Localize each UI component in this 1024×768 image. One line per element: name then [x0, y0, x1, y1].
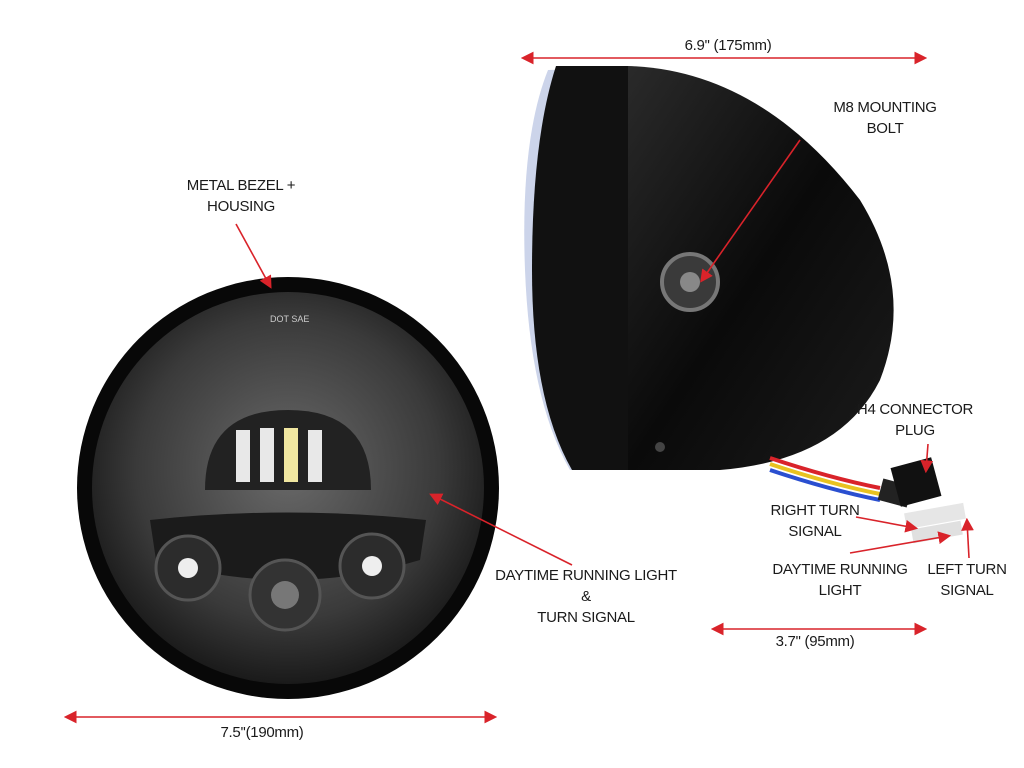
callout-right-turn: RIGHT TURN SIGNAL: [771, 500, 860, 542]
callout-line: BOLT: [866, 120, 904, 137]
callout-line: M8 MOUNTING: [833, 99, 937, 116]
callout-line: LEFT TURN: [927, 561, 1007, 578]
callout-line: HOUSING: [207, 198, 275, 215]
callout-h4-connector: H4 CONNECTOR PLUG: [857, 399, 973, 441]
callout-line: DAYTIME RUNNING: [772, 561, 908, 578]
callout-line: PLUG: [895, 422, 935, 439]
arrow-mounting-bolt: [700, 139, 801, 283]
drl-led: [236, 430, 250, 482]
drl-led: [284, 428, 298, 482]
arrow-drl-turn: [429, 493, 573, 566]
arrow-h4-connector: [920, 443, 934, 474]
callout-line: TURN SIGNAL: [537, 609, 635, 626]
front-view-headlight: DOT SAE: [77, 277, 499, 699]
callout-line: DAYTIME RUNNING LIGHT: [495, 567, 677, 584]
callout-mounting-bolt: M8 MOUNTING BOLT: [833, 97, 937, 139]
side-view-headlight: [524, 66, 966, 544]
arrow-drl: [849, 531, 952, 554]
callout-line: METAL BEZEL +: [186, 177, 296, 194]
callout-line: SIGNAL: [940, 582, 994, 599]
dot-sae-marking: DOT SAE: [270, 314, 309, 324]
callout-line: SIGNAL: [788, 523, 842, 540]
callout-metal-bezel: METAL BEZEL + HOUSING: [187, 175, 296, 217]
drl-led: [260, 428, 274, 482]
callout-drl-turn-signal: DAYTIME RUNNING LIGHT & TURN SIGNAL: [495, 565, 677, 628]
callout-line: H4 CONNECTOR: [856, 401, 974, 418]
arrow-left-turn: [961, 517, 974, 559]
drl-led: [308, 430, 322, 482]
callout-left-turn: LEFT TURN SIGNAL: [927, 559, 1007, 601]
arrow-right-turn: [855, 516, 919, 533]
dimension-diameter-label: 7.5''(190mm): [220, 724, 304, 741]
callout-drl: DAYTIME RUNNING LIGHT: [772, 559, 908, 601]
arrow-metal-bezel: [235, 223, 272, 289]
dimension-depth-label: 3.7'' (95mm): [775, 633, 855, 650]
dimension-length-label: 6.9'' (175mm): [684, 37, 772, 54]
callout-line: LIGHT: [818, 582, 862, 599]
callout-line: RIGHT TURN: [770, 502, 860, 519]
callout-line: &: [581, 588, 591, 605]
